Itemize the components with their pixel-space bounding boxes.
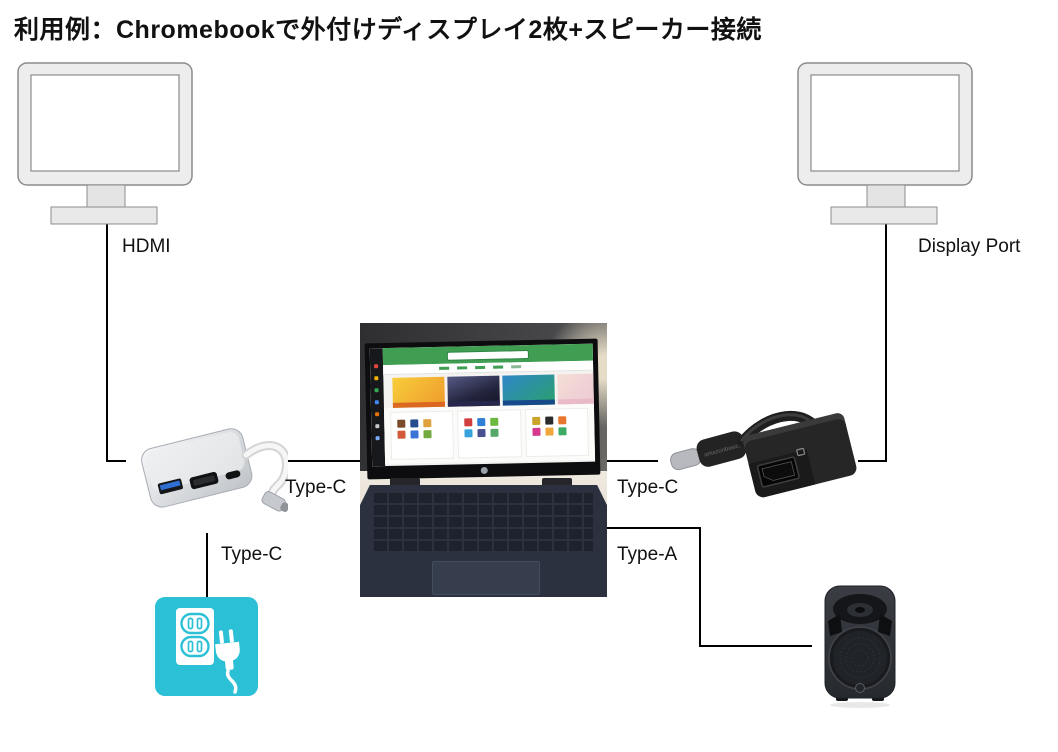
page-title: 利用例：Chromebookで外付けディスプレイ2枚+スピーカー接続 <box>14 16 762 44</box>
banner-2 <box>447 375 500 407</box>
app-card <box>457 409 522 459</box>
play-store-screen <box>369 343 596 467</box>
app-card <box>524 407 589 458</box>
power-outlet-icon <box>155 597 258 696</box>
label-type-a-speaker: Type-A <box>617 544 678 565</box>
search-bar <box>446 350 529 361</box>
right-monitor-icon <box>797 62 973 225</box>
usb-c-hub-icon <box>126 410 288 516</box>
usb-c-displayport-adapter-icon: amazonbasics <box>658 394 858 508</box>
laptop-screen <box>364 338 601 480</box>
app-card <box>390 410 455 460</box>
label-type-c-hub-laptop: Type-C <box>285 477 347 498</box>
promo-banners <box>383 371 594 408</box>
chromebook-laptop-photo <box>360 323 607 597</box>
banner-3 <box>502 374 555 406</box>
wire-laptop-to-speaker <box>600 527 812 647</box>
hp-logo <box>480 466 488 475</box>
left-monitor-icon <box>17 62 193 225</box>
hinge <box>542 478 572 487</box>
keyboard <box>374 493 593 553</box>
trackpad <box>432 561 540 595</box>
app-lists <box>383 403 596 465</box>
hinge <box>390 478 420 487</box>
banner-4 <box>557 373 594 405</box>
label-hdmi: HDMI <box>122 236 171 257</box>
label-display-port: Display Port <box>918 236 1021 257</box>
label-type-c-laptop-adapter: Type-C <box>617 477 679 498</box>
speaker-icon <box>824 585 896 708</box>
laptop-deck <box>360 485 607 597</box>
label-type-c-power: Type-C <box>221 544 283 565</box>
banner-1 <box>392 376 445 408</box>
